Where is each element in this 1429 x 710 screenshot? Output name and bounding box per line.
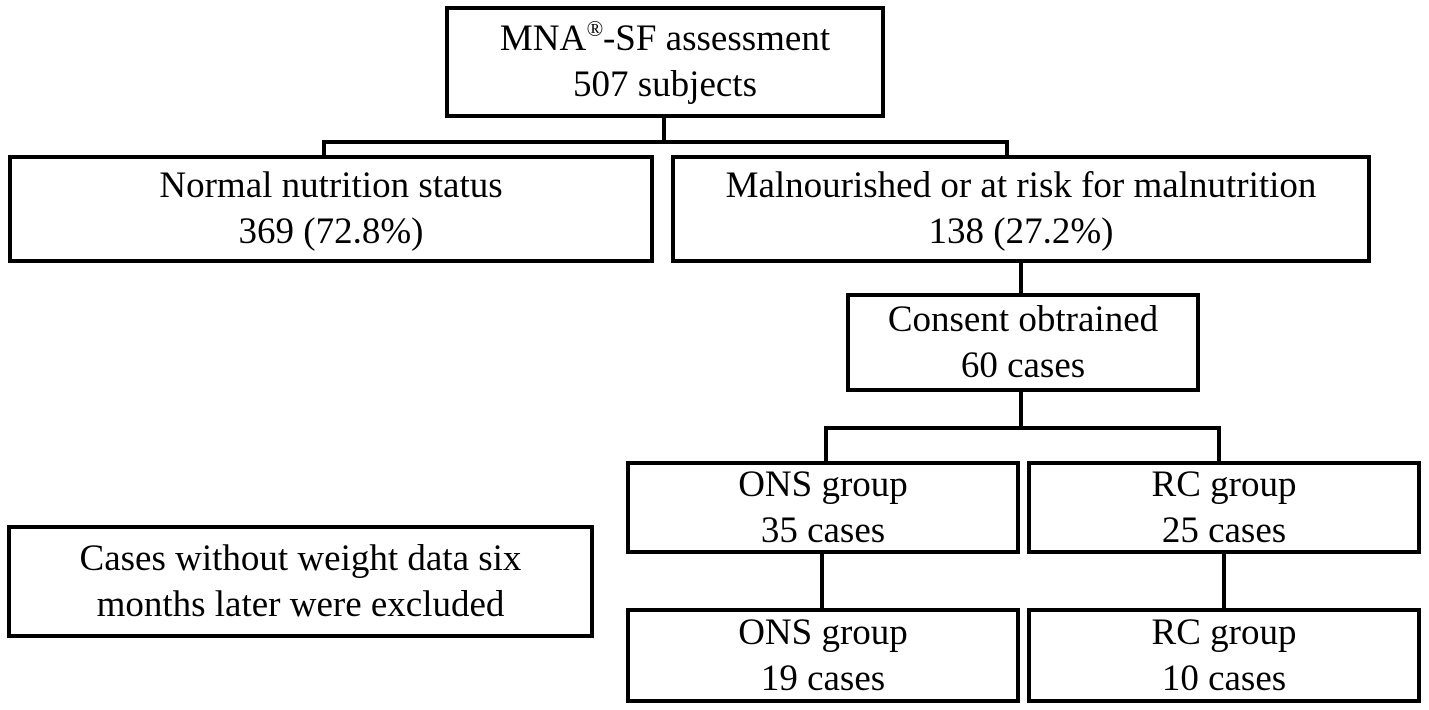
- normal-nutrition-count: 369 (72.8%): [238, 211, 424, 252]
- ons-group-initial-label: ONS group: [738, 463, 908, 505]
- ons-group-final-box: ONS group 19 cases: [626, 608, 1020, 703]
- consent-box: Consent obtrained 60 cases: [846, 293, 1200, 392]
- rc-group-initial-count: 25 cases: [1161, 509, 1287, 551]
- rc-group-initial-label: RC group: [1151, 463, 1297, 505]
- assessment-count: 507 subjects: [573, 64, 757, 105]
- exclusion-note-line2: months later were excluded: [96, 583, 505, 625]
- registered-mark: ®: [586, 16, 603, 41]
- exclusion-note-box: Cases without weight data six months lat…: [7, 525, 594, 638]
- normal-nutrition-label: Normal nutrition status: [159, 165, 503, 206]
- connector-top-vertical: [662, 115, 666, 142]
- rc-group-final-label: RC group: [1151, 611, 1297, 653]
- connector-to-rc-initial: [1217, 426, 1221, 463]
- ons-group-initial-box: ONS group 35 cases: [626, 461, 1020, 554]
- connector-to-ons-initial: [824, 426, 828, 463]
- rc-group-initial-box: RC group 25 cases: [1027, 461, 1421, 554]
- assessment-box: MNA®-SF assessment 507 subjects: [445, 6, 885, 118]
- malnourished-box: Malnourished or at risk for malnutrition…: [671, 155, 1371, 263]
- exclusion-note-line1: Cases without weight data six: [79, 537, 522, 579]
- connector-to-normal: [322, 140, 326, 158]
- rc-group-final-box: RC group 10 cases: [1027, 608, 1421, 703]
- connector-ons-initial-to-final: [820, 551, 824, 610]
- connector-malnourished-to-consent: [1019, 260, 1023, 295]
- malnourished-count: 138 (27.2%): [928, 211, 1114, 252]
- ons-group-initial-count: 35 cases: [760, 509, 886, 551]
- connector-rc-initial-to-final: [1222, 551, 1226, 610]
- connector-consent-vertical: [1019, 389, 1023, 429]
- malnourished-label: Malnourished or at risk for malnutrition: [725, 165, 1317, 206]
- connector-consent-horizontal: [824, 426, 1221, 430]
- assessment-title: MNA®-SF assessment: [499, 16, 831, 60]
- ons-group-final-count: 19 cases: [760, 657, 886, 699]
- normal-nutrition-box: Normal nutrition status 369 (72.8%): [8, 155, 654, 263]
- connector-top-horizontal: [322, 140, 1009, 144]
- consent-label: Consent obtrained: [887, 298, 1159, 340]
- rc-group-final-count: 10 cases: [1161, 657, 1287, 699]
- consent-count: 60 cases: [960, 344, 1086, 386]
- ons-group-final-label: ONS group: [738, 611, 908, 653]
- connector-to-malnourished: [1005, 140, 1009, 158]
